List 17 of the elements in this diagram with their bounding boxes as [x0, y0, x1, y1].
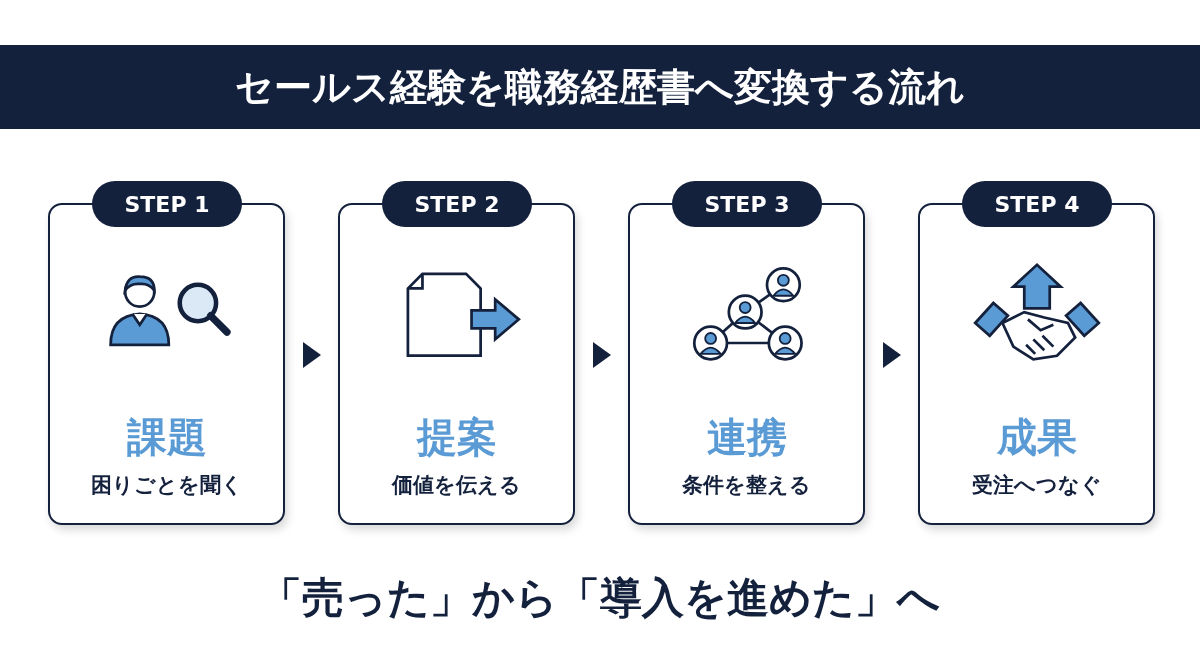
step-description: 価値を伝える	[390, 472, 522, 499]
step-heading: 成果	[995, 413, 1078, 462]
title-banner: セールス経験を職務経歴書へ変換する流れ	[0, 45, 1200, 129]
chevron-arrow	[883, 342, 901, 368]
step-badge: STEP 2	[382, 181, 532, 227]
step-description: 受注へつなぐ	[970, 472, 1103, 499]
chevron-arrow	[593, 342, 611, 368]
step-heading: 提案	[415, 413, 498, 462]
chevron-arrow	[303, 342, 321, 368]
step-heading: 課題	[125, 413, 208, 462]
summary-text: 「売った」から「導入を進めた」へ	[259, 572, 941, 624]
step-badge: STEP 3	[672, 181, 822, 227]
step-description: 困りごとを聞く	[89, 472, 244, 499]
step-description: 条件を整える	[681, 472, 812, 499]
step-badge: STEP 1	[92, 181, 242, 227]
step-badge: STEP 4	[962, 181, 1112, 227]
step-heading: 連携	[705, 413, 788, 462]
